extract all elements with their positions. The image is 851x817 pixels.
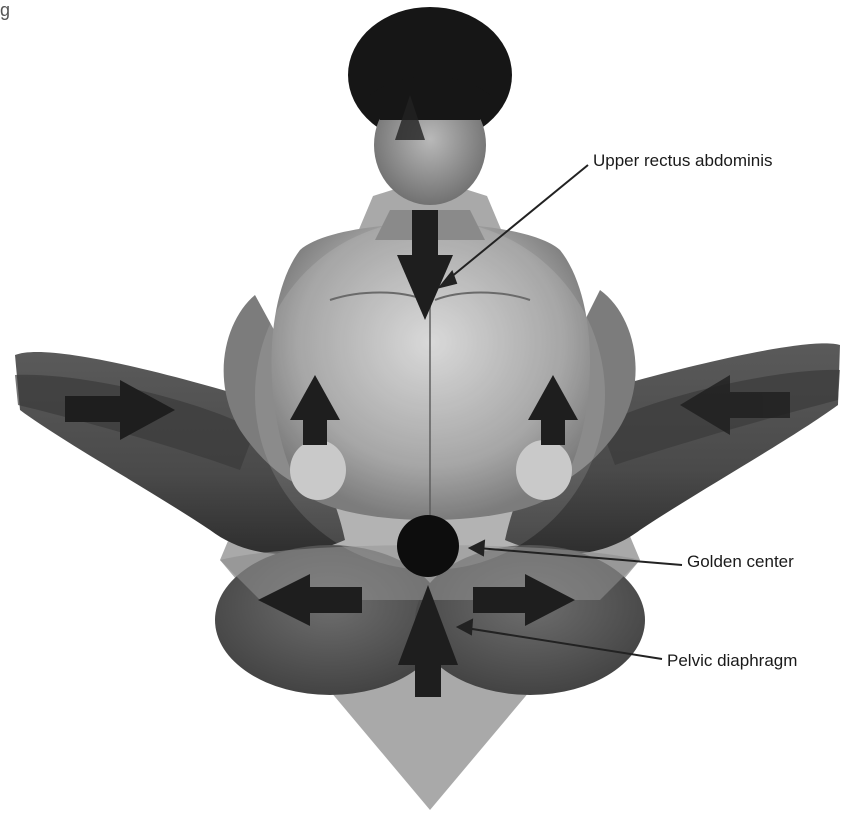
label-upper-rectus-abdominis: Upper rectus abdominis xyxy=(593,151,773,171)
golden-center-dot xyxy=(397,515,459,577)
label-pelvic-diaphragm: Pelvic diaphragm xyxy=(667,651,797,671)
label-golden-center: Golden center xyxy=(687,552,794,572)
